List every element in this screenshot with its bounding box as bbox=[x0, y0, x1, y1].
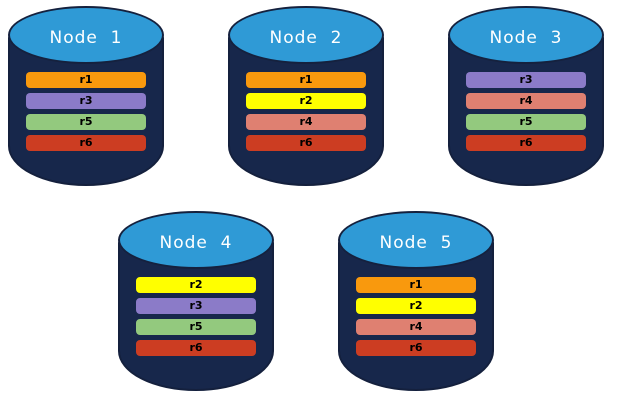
replica-list: r2 r3 r5 r6 bbox=[118, 277, 274, 356]
replica-bar-r4[interactable]: r4 bbox=[246, 114, 366, 130]
replica-bar-r6[interactable]: r6 bbox=[246, 135, 366, 151]
replica-bar-r5[interactable]: r5 bbox=[26, 114, 146, 130]
replica-bar-r1[interactable]: r1 bbox=[246, 72, 366, 88]
replica-bar-r6[interactable]: r6 bbox=[466, 135, 586, 151]
replica-bar-r3[interactable]: r3 bbox=[26, 93, 146, 109]
replica-list: r3 r4 r5 r6 bbox=[448, 72, 604, 151]
replica-bar-r4[interactable]: r4 bbox=[466, 93, 586, 109]
replica-bar-r3[interactable]: r3 bbox=[466, 72, 586, 88]
cylinder-top-icon bbox=[8, 6, 164, 64]
cylinder-top-icon bbox=[338, 211, 494, 269]
cylinder-top-icon bbox=[448, 6, 604, 64]
replica-bar-r1[interactable]: r1 bbox=[26, 72, 146, 88]
replica-bar-r6[interactable]: r6 bbox=[136, 340, 256, 356]
replica-bar-r2[interactable]: r2 bbox=[246, 93, 366, 109]
cylinder-top-icon bbox=[228, 6, 384, 64]
replica-bar-r2[interactable]: r2 bbox=[356, 298, 476, 314]
replica-list: r1 r2 r4 r6 bbox=[228, 72, 384, 151]
replica-bar-r3[interactable]: r3 bbox=[136, 298, 256, 314]
replica-bar-r5[interactable]: r5 bbox=[466, 114, 586, 130]
replica-bar-r5[interactable]: r5 bbox=[136, 319, 256, 335]
cylinder-top-icon bbox=[118, 211, 274, 269]
replica-bar-r6[interactable]: r6 bbox=[356, 340, 476, 356]
replica-list: r1 r3 r5 r6 bbox=[8, 72, 164, 151]
replica-bar-r1[interactable]: r1 bbox=[356, 277, 476, 293]
replica-bar-r6[interactable]: r6 bbox=[26, 135, 146, 151]
replica-bar-r2[interactable]: r2 bbox=[136, 277, 256, 293]
replica-bar-r4[interactable]: r4 bbox=[356, 319, 476, 335]
replica-list: r1 r2 r4 r6 bbox=[338, 277, 494, 356]
